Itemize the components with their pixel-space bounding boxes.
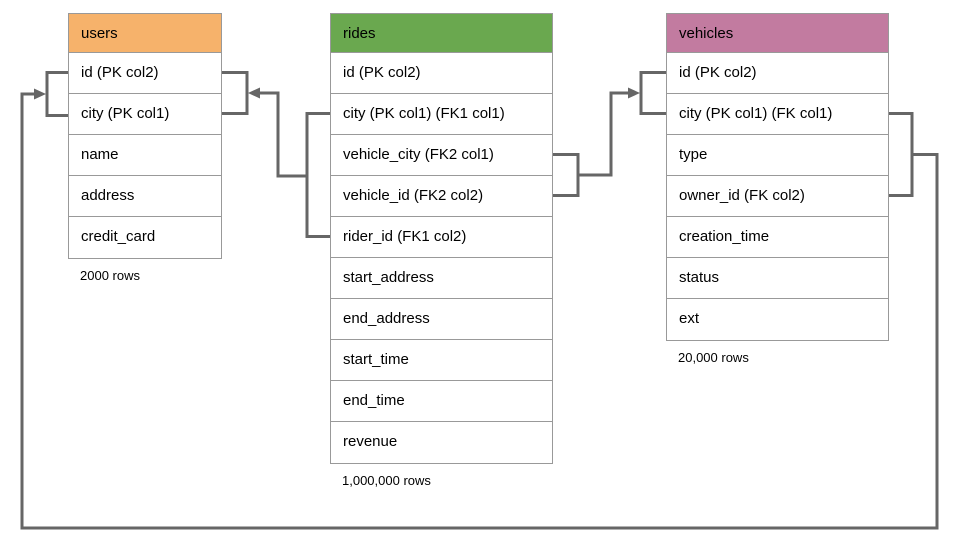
table-rides-rowcount: 1,000,000 rows — [342, 473, 431, 488]
relationship-arrowheads — [34, 87, 640, 100]
fk2-arrowhead-icon — [628, 87, 640, 99]
fk2-connector-line — [578, 91, 629, 177]
fk-arrowhead-icon — [34, 88, 46, 100]
table-row: end_address — [331, 299, 552, 340]
fk1-rides-bracket — [305, 112, 330, 238]
table-row: address — [69, 176, 221, 217]
table-row: end_time — [331, 381, 552, 422]
fk-vehicles-bracket — [889, 112, 914, 197]
table-row: id (PK col2) — [667, 53, 888, 94]
table-row: ext — [667, 299, 888, 340]
table-row: vehicle_city (FK2 col1) — [331, 135, 552, 176]
table-row: name — [69, 135, 221, 176]
table-row: revenue — [331, 422, 552, 463]
table-row: id (PK col2) — [69, 53, 221, 94]
table-row: city (PK col1) (FK1 col1) — [331, 94, 552, 135]
table-vehicles: vehicles id (PK col2)city (PK col1) (FK … — [666, 13, 889, 365]
table-rides-box: rides id (PK col2)city (PK col1) (FK1 co… — [330, 13, 553, 464]
fk-connector-line — [20, 92, 939, 530]
table-row: owner_id (FK col2) — [667, 176, 888, 217]
table-row: creation_time — [667, 217, 888, 258]
fk2-vehicles-bracket — [639, 71, 666, 115]
table-row: credit_card — [69, 217, 221, 258]
table-vehicles-header: vehicles — [667, 14, 888, 53]
fk1-connector-line — [258, 91, 307, 178]
table-row: start_time — [331, 340, 552, 381]
table-row: status — [667, 258, 888, 299]
table-vehicles-rowcount: 20,000 rows — [678, 350, 749, 365]
table-row: vehicle_id (FK2 col2) — [331, 176, 552, 217]
table-row: id (PK col2) — [331, 53, 552, 94]
fk2-rides-bracket — [553, 153, 580, 197]
table-vehicles-columns: id (PK col2)city (PK col1) (FK col1)type… — [667, 53, 888, 340]
fk-users-bracket — [45, 71, 68, 117]
table-vehicles-box: vehicles id (PK col2)city (PK col1) (FK … — [666, 13, 889, 341]
table-rides-header: rides — [331, 14, 552, 53]
table-row: rider_id (FK1 col2) — [331, 217, 552, 258]
table-row: city (PK col1) — [69, 94, 221, 135]
table-row: start_address — [331, 258, 552, 299]
fk1-arrowhead-icon — [248, 87, 260, 99]
table-row: type — [667, 135, 888, 176]
fk1-users-bracket — [222, 71, 249, 115]
table-row: city (PK col1) (FK col1) — [667, 94, 888, 135]
relationship-lines — [20, 71, 939, 530]
table-rides-columns: id (PK col2)city (PK col1) (FK1 col1)veh… — [331, 53, 552, 463]
table-users-rowcount: 2000 rows — [80, 268, 140, 283]
table-rides: rides id (PK col2)city (PK col1) (FK1 co… — [330, 13, 553, 488]
table-users-header: users — [69, 14, 221, 53]
